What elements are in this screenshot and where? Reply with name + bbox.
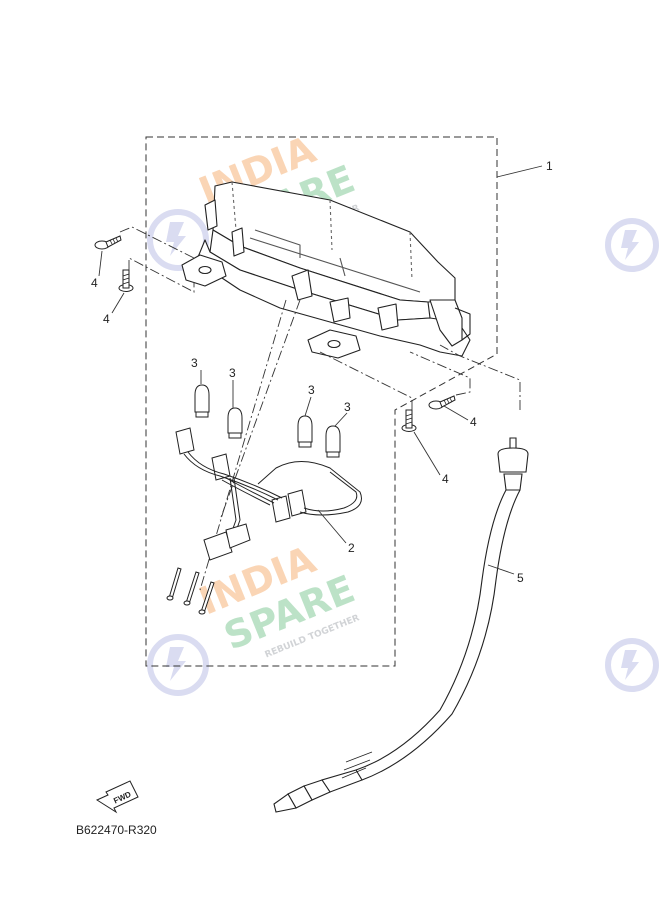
callout-1: 1	[546, 159, 553, 173]
callout-4-screw-bottom-left: 4	[103, 312, 110, 326]
wire-harness	[175, 427, 362, 561]
callout-5: 5	[517, 571, 524, 585]
bulb-3	[297, 415, 313, 448]
screw-bottom-left	[118, 269, 134, 292]
callout-leaders	[98, 165, 543, 575]
watermark-logo-icon	[605, 638, 659, 692]
screw-right-lower	[401, 409, 417, 432]
callout-3-bulb-4: 3	[344, 400, 351, 414]
callout-3-bulb-1: 3	[191, 356, 198, 370]
bulb-4	[325, 425, 341, 458]
fwd-arrow-icon: FWD	[95, 780, 139, 814]
callout-4-screw-right-lower: 4	[442, 472, 449, 486]
diagram-code: B622470-R320	[76, 823, 157, 837]
dash-dot-leaders	[119, 226, 521, 591]
watermark-logo-icon	[605, 218, 659, 272]
meter-assembly	[181, 181, 471, 359]
callout-3-bulb-2: 3	[229, 366, 236, 380]
harness-screws	[166, 567, 215, 615]
speedometer-cable	[273, 437, 529, 813]
callout-4-screw-top-left: 4	[91, 276, 98, 290]
callout-3-bulb-3: 3	[308, 383, 315, 397]
screw-top-left	[94, 235, 122, 250]
watermark-logos	[147, 209, 659, 696]
watermark-logo-icon	[147, 634, 209, 696]
bulb-2	[227, 407, 243, 439]
watermark-logo-icon	[147, 209, 209, 271]
callout-4-screw-right-upper: 4	[470, 415, 477, 429]
assembly-boundary	[145, 136, 498, 667]
callout-2: 2	[348, 541, 355, 555]
screw-right-upper	[428, 395, 456, 410]
bulb-1	[194, 384, 210, 418]
